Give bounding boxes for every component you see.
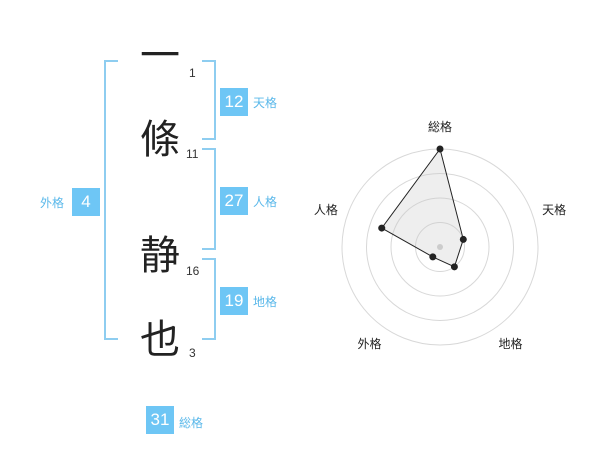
jinkaku-label: 人格 bbox=[253, 195, 278, 209]
radar-ring bbox=[390, 197, 490, 297]
soukaku-label: 総格 bbox=[179, 416, 204, 430]
chikaku-bracket bbox=[202, 258, 216, 340]
tenkaku-value-badge: 12 bbox=[220, 88, 248, 116]
name-char-4: 也 bbox=[140, 317, 180, 363]
stroke-count-2: 11 bbox=[186, 147, 199, 161]
radar-point bbox=[429, 253, 437, 261]
radar-points bbox=[378, 145, 467, 271]
radar-point bbox=[450, 263, 458, 271]
name-char-2: 條 bbox=[140, 117, 180, 163]
radar-axis-label: 総格 bbox=[428, 119, 452, 134]
stroke-count-3: 16 bbox=[186, 264, 200, 278]
name-char-1: 一 bbox=[140, 33, 180, 79]
soukaku-value-badge: 31 bbox=[146, 406, 174, 434]
chikaku-label: 地格 bbox=[253, 295, 278, 309]
radar-axis-label: 天格 bbox=[542, 202, 566, 217]
gaikaku-value-badge: 4 bbox=[72, 188, 100, 216]
radar-point bbox=[436, 145, 444, 153]
radar-point bbox=[378, 224, 386, 232]
jinkaku-value-badge: 27 bbox=[220, 187, 248, 215]
stroke-count-1: 1 bbox=[189, 66, 196, 80]
radar-axis-label: 人格 bbox=[314, 202, 338, 217]
stroke-count-4: 3 bbox=[189, 346, 196, 360]
radar-ring bbox=[366, 173, 514, 321]
name-char-3: 静 bbox=[140, 233, 180, 279]
chikaku-value-badge: 19 bbox=[220, 287, 248, 315]
radar-axis-label: 地格 bbox=[499, 336, 523, 351]
radar-polygon bbox=[381, 147, 464, 268]
tenkaku-label: 天格 bbox=[253, 96, 278, 110]
jinkaku-bracket bbox=[202, 148, 216, 250]
radar-center-dot bbox=[437, 244, 443, 250]
radar-point bbox=[459, 235, 467, 243]
gaikaku-label: 外格 bbox=[40, 196, 65, 210]
tenkaku-bracket bbox=[202, 60, 216, 140]
radar-axis-label: 外格 bbox=[357, 336, 381, 351]
gaikaku-bracket bbox=[104, 60, 118, 340]
